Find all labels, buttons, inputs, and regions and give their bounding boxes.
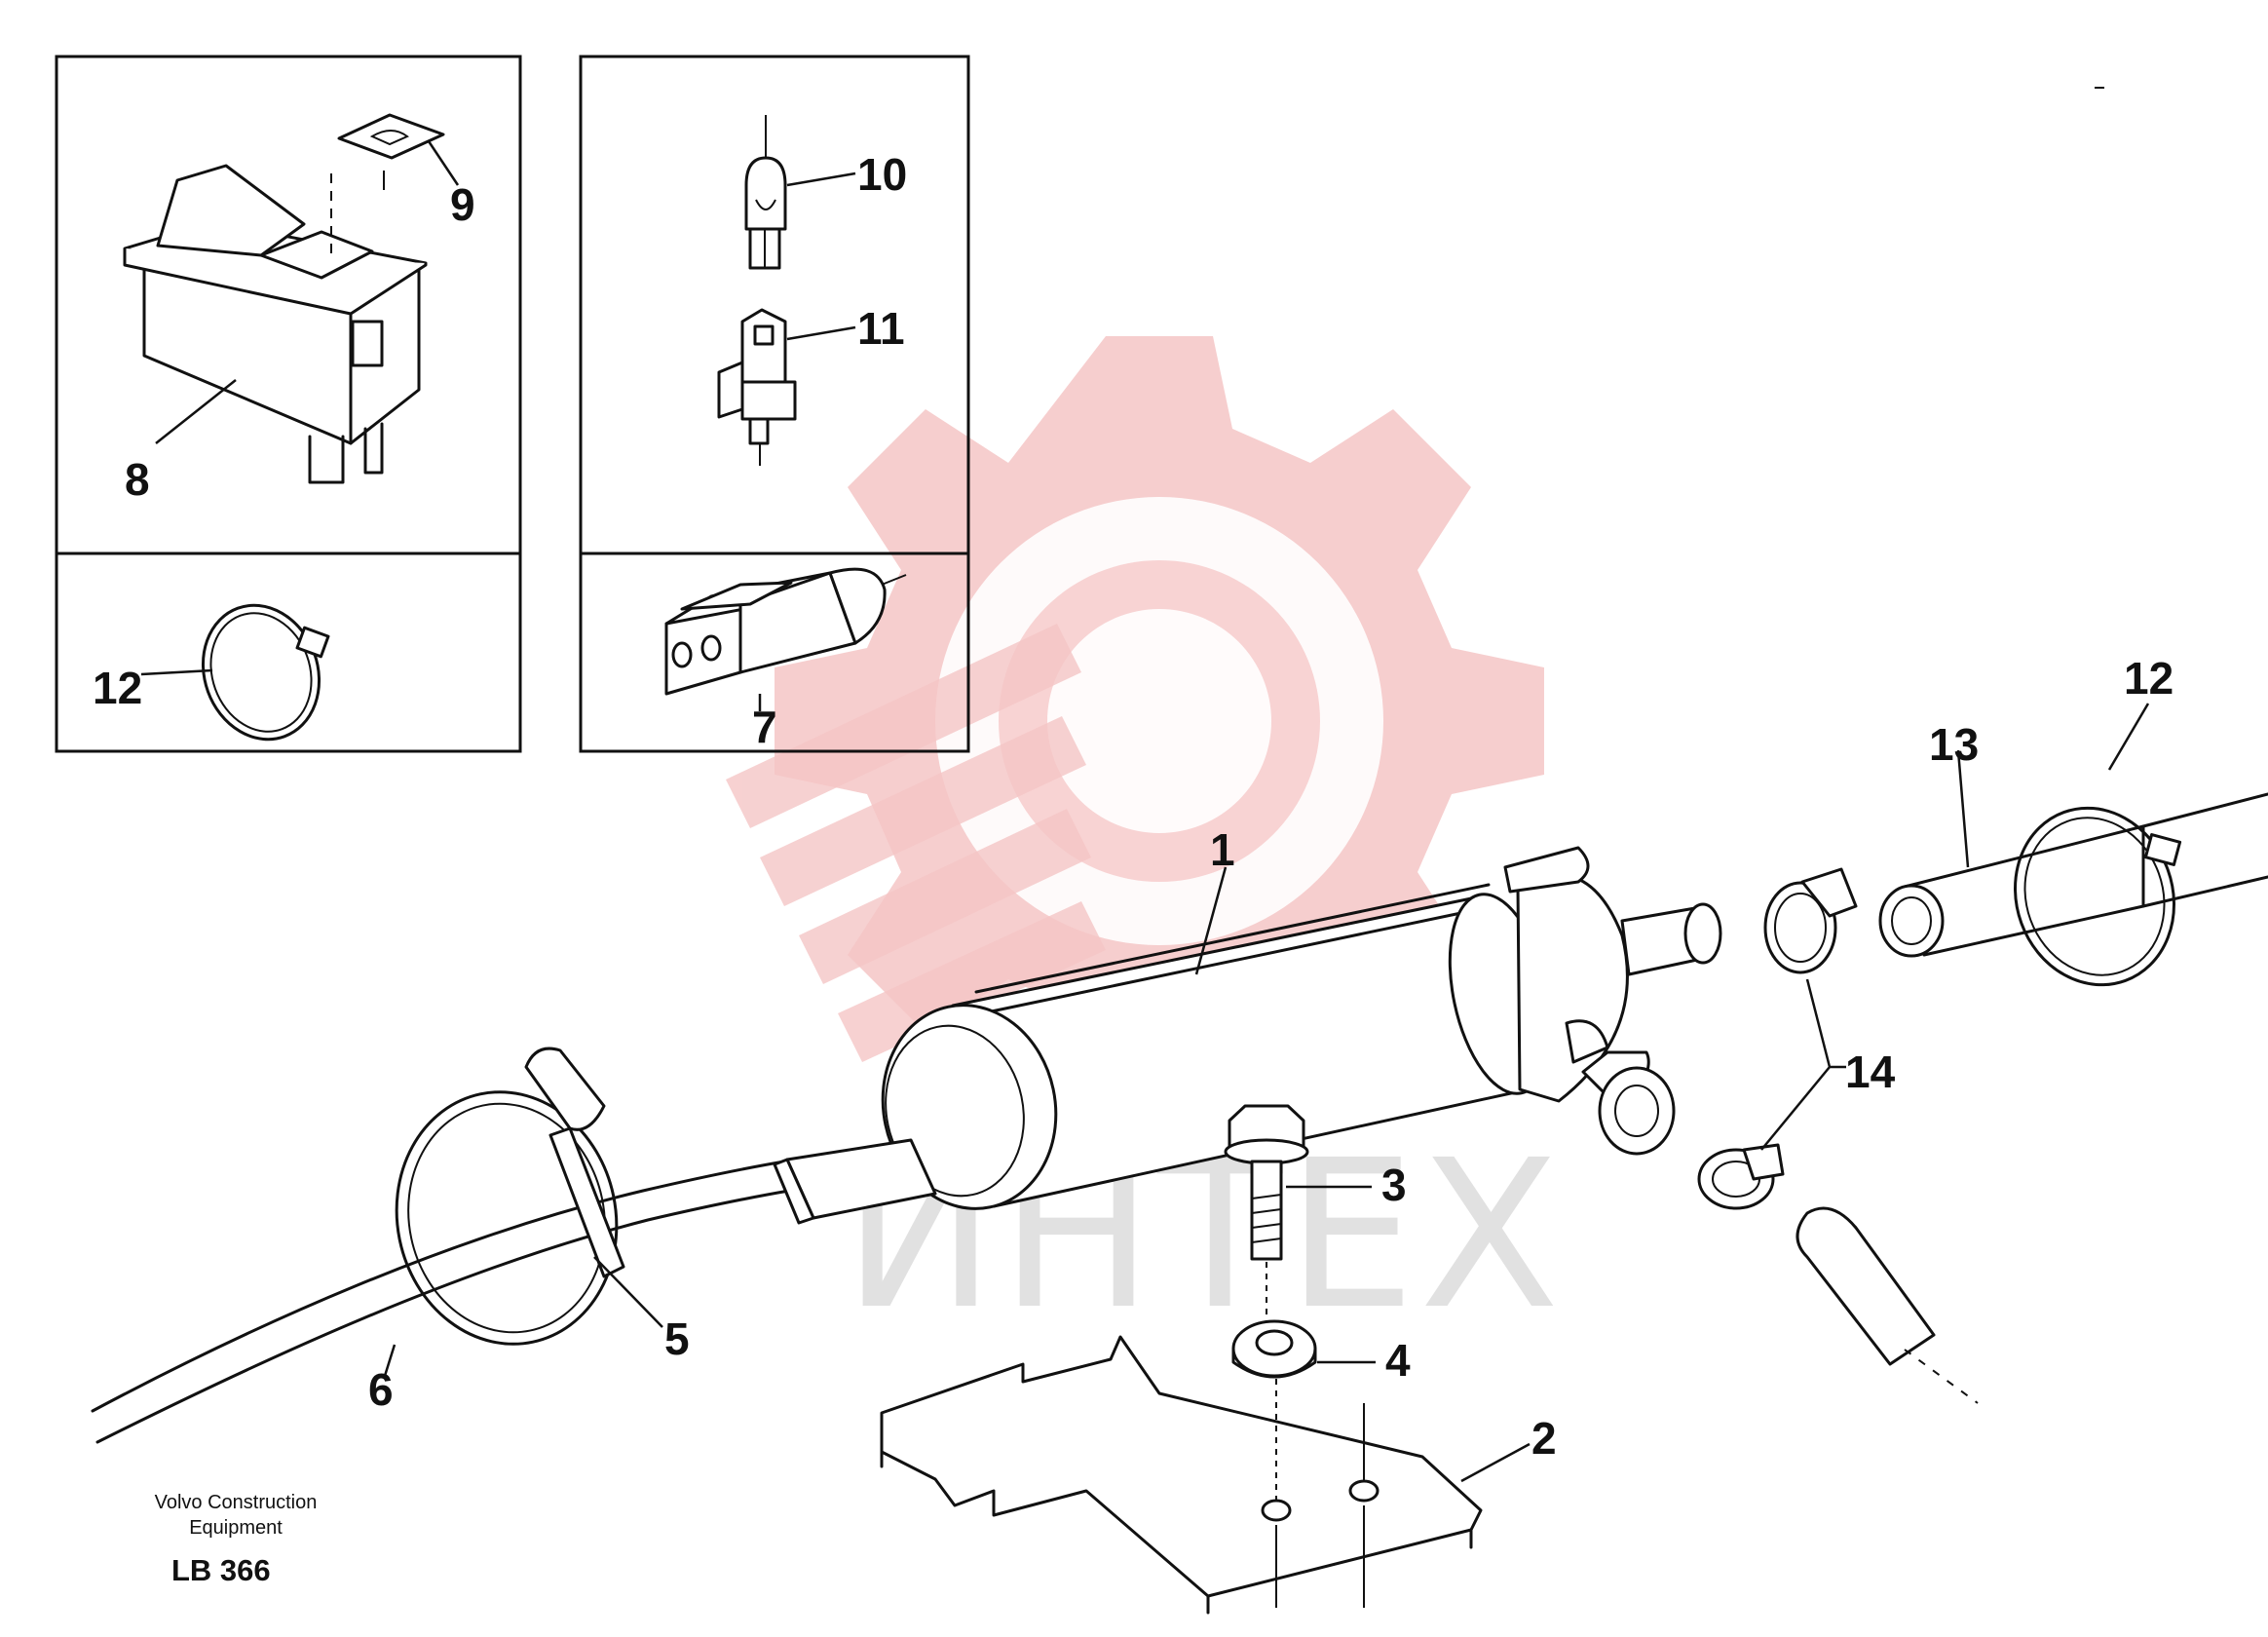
callout-2: 2 [1531, 1413, 1557, 1464]
callout-9: 9 [450, 179, 475, 230]
washer-pump-icon [773, 846, 1722, 1225]
small-clamp-upper-icon [1763, 867, 1858, 974]
watermark: ИНТЕХ [726, 336, 1560, 1354]
cable-icon [91, 1160, 791, 1444]
caption-block: Volvo Construction Equipment LB 366 [155, 1492, 318, 1587]
callout-5: 5 [664, 1313, 690, 1364]
bulb-icon [744, 115, 787, 270]
callout-14: 14 [1845, 1047, 1896, 1097]
bracket-icon [880, 1335, 1483, 1615]
caption-line-1: Volvo Construction [155, 1492, 318, 1513]
figure-code: LB 366 [171, 1553, 271, 1587]
callout-3: 3 [1381, 1160, 1407, 1210]
callout-12-main: 12 [2124, 653, 2174, 704]
ring-clip-icon [201, 603, 330, 742]
caption-line-2: Equipment [189, 1517, 283, 1539]
callout-8: 8 [125, 454, 150, 505]
bulb-holder-icon [717, 308, 797, 466]
inset-bulb: 10 11 7 [579, 55, 970, 753]
callout-11: 11 [857, 303, 905, 354]
hose-clamp-icon [395, 1047, 625, 1346]
callout-12-inset: 12 [93, 663, 142, 713]
callout-4: 4 [1385, 1335, 1411, 1386]
callout-6: 6 [368, 1364, 394, 1415]
rocker-switch-icon [123, 113, 445, 484]
small-clamp-lower-icon [1697, 1143, 1785, 1210]
callout-1: 1 [1210, 824, 1235, 875]
lower-hose-icon [1796, 1206, 1979, 1404]
ring-clip-main-icon [2014, 806, 2182, 987]
connector-plug-icon [664, 567, 907, 696]
screw-icon [1224, 1104, 1309, 1261]
callout-7: 7 [752, 702, 777, 752]
washer-icon [1231, 1319, 1317, 1379]
callout-13: 13 [1929, 719, 1979, 770]
callout-10: 10 [857, 149, 907, 200]
inset-switch: 8 9 12 [55, 55, 522, 753]
